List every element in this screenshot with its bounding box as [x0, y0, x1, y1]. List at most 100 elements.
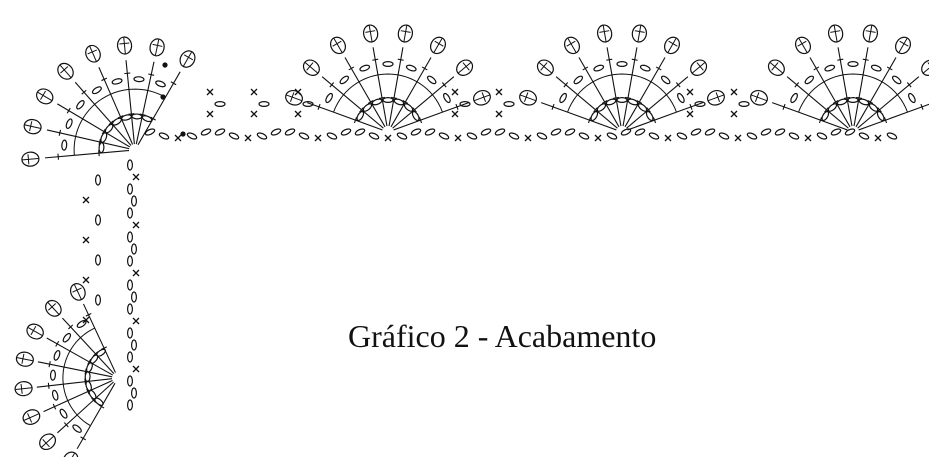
double-crochet-bar [675, 82, 681, 88]
left-edge-column [82, 159, 140, 411]
double-crochet-symbol [321, 76, 344, 96]
chain-stitch-symbol [62, 332, 72, 343]
chain-stitch-symbol [886, 132, 898, 140]
chain-stitch-symbol [774, 128, 786, 136]
puff-stitch-detail [22, 154, 39, 165]
double-crochet-symbol [57, 103, 83, 120]
single-crochet-symbol [594, 134, 602, 142]
double-crochet-bar [329, 82, 335, 88]
double-crochet-bar [624, 96, 632, 99]
double-crochet-symbol [897, 76, 920, 96]
chain-stitch-symbol [790, 92, 798, 104]
chain-stitch-symbol [660, 75, 671, 85]
chain-stitch-symbol [354, 128, 366, 136]
puff-stitch-detail [797, 38, 808, 53]
chain-stitch-symbol [61, 139, 68, 151]
double-crochet-symbol [432, 76, 455, 96]
puff-stitch-detail [830, 25, 841, 42]
double-crochet-symbol [578, 57, 594, 83]
double-crochet-bar [587, 117, 592, 124]
chain-stitch-symbol [356, 110, 365, 122]
puff-stitch-detail [538, 62, 552, 74]
double-crochet-bar [421, 66, 428, 71]
double-crochet-bar [57, 153, 60, 160]
chain-stitch-symbol [550, 128, 562, 136]
double-crochet-bar [378, 96, 386, 99]
double-crochet-bar [920, 103, 924, 110]
chain-stitch-symbol [816, 132, 828, 140]
chain-stitch-symbol [59, 408, 68, 419]
chain-stitch-symbol [126, 231, 133, 243]
chain-stitch-symbol [870, 64, 882, 72]
double-crochet-symbol [393, 111, 443, 131]
chain-stitch-symbol [405, 64, 417, 72]
chain-stitch-symbol [411, 110, 420, 122]
puff-stitch-detail [332, 38, 343, 53]
double-crochet-bar [372, 58, 379, 61]
puff-stitch-symbol [57, 62, 74, 80]
chain-stitch-symbol [368, 132, 380, 140]
chain-stitch-symbol [847, 96, 859, 103]
puff-stitch-detail [24, 121, 41, 132]
puff-stitch-symbol [456, 59, 474, 76]
double-crochet-bar [170, 81, 177, 86]
double-crochet-bar [101, 77, 108, 82]
single-crochet-symbol [384, 134, 392, 142]
puff-stitch-detail [37, 90, 52, 101]
fan-inner-arc [567, 73, 677, 113]
single-crochet-symbol [132, 221, 140, 229]
double-crochet-bar [48, 361, 51, 368]
double-crochet-symbol [540, 102, 568, 113]
single-crochet-symbol [82, 276, 90, 284]
chain-stitch-symbol [158, 132, 170, 140]
double-crochet-bar [67, 324, 74, 330]
double-crochet-bar [867, 100, 874, 105]
double-crochet-symbol [46, 337, 71, 352]
chain-stitch-symbol [130, 387, 137, 399]
double-crochet-bar [837, 58, 844, 61]
double-crochet-symbol [606, 47, 613, 75]
chain-stitch-symbol [503, 100, 515, 107]
single-crochet-symbol [82, 236, 90, 244]
chain-stitch-symbol [704, 128, 716, 136]
double-crochet-bar [782, 103, 786, 110]
double-crochet-bar [906, 82, 912, 88]
puff-stitch-symbol [35, 88, 54, 105]
puff-stitch-symbol [116, 36, 133, 55]
chart-caption: Gráfico 2 - Acabamento [348, 318, 657, 354]
chain-stitch-symbol [76, 100, 85, 110]
double-crochet-symbol [43, 400, 69, 413]
chain-stitch-symbol [130, 243, 137, 255]
double-crochet-bar [612, 96, 620, 99]
chain-stitch-symbol [760, 128, 772, 136]
single-crochet-symbol [206, 110, 214, 118]
puff-stitch-detail [692, 62, 706, 74]
top-fan-2 [519, 24, 725, 131]
double-crochet-symbol [37, 361, 65, 368]
chain-stitch-symbol [85, 380, 92, 392]
chain-stitch-symbol [858, 132, 870, 140]
double-crochet-bar [877, 107, 882, 113]
left-fan [14, 283, 116, 457]
chain-stitch-symbol [645, 110, 654, 122]
corner-fan [21, 36, 196, 167]
chain-stitch-symbol [393, 98, 405, 106]
puff-stitch-symbol [23, 118, 42, 135]
connector-2 [451, 88, 515, 118]
puff-stitch-detail [458, 62, 472, 74]
single-crochet-symbol [250, 88, 258, 96]
puff-stitch-symbol [69, 283, 86, 301]
chain-stitch-symbol [836, 98, 848, 106]
chain-stitch-symbol [94, 294, 101, 306]
double-crochet-symbol [416, 57, 432, 83]
puff-stitch-symbol [302, 59, 320, 76]
double-crochet-bar [593, 107, 598, 113]
single-crochet-symbol [451, 110, 459, 118]
double-crochet-symbol [397, 47, 404, 75]
double-crochet-bar [85, 313, 92, 317]
chain-stitch-symbol [403, 103, 414, 112]
puff-stitch-symbol [631, 24, 648, 43]
double-crochet-bar [81, 89, 87, 95]
puff-stitch-detail [23, 413, 39, 423]
puff-stitch-detail [400, 25, 411, 42]
